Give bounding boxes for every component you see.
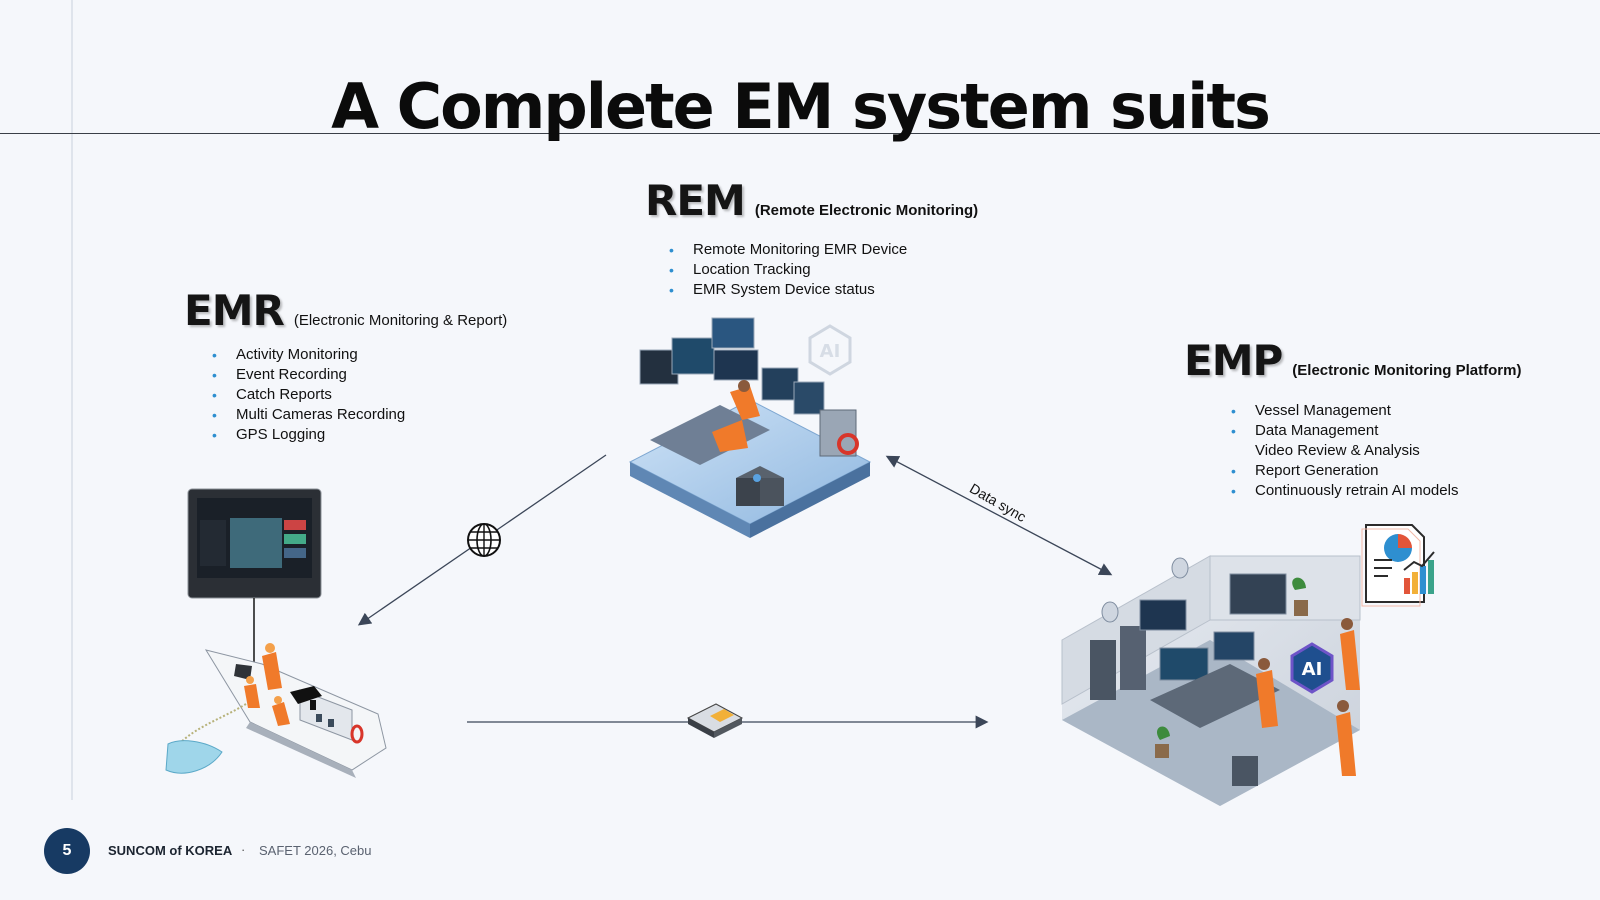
page-number-badge: 5 — [44, 828, 90, 874]
emp-feature-item: Data Management — [1231, 421, 1458, 441]
hexagon-ai-icon: AI — [808, 324, 852, 376]
ai-hexagon-badge: AI — [1290, 642, 1334, 694]
rem-control-room-illustration: AI — [628, 317, 872, 538]
rem-ai-badge-text: AI — [820, 341, 841, 362]
rem-feature-list: Remote Monitoring EMR Device Location Tr… — [669, 240, 907, 300]
title-underline — [0, 133, 1600, 134]
fishing-boat-illustration — [165, 643, 387, 778]
emp-feature-item: Vessel Management — [1231, 401, 1458, 421]
emr-feature-item: Activity Monitoring — [212, 345, 405, 365]
emr-heading: EMR (Electronic Monitoring & Report) — [184, 286, 507, 335]
emr-feature-item: GPS Logging — [212, 425, 405, 445]
rem-feature-item: EMR System Device status — [669, 280, 907, 300]
emp-feature-item: Continuously retrain AI models — [1231, 481, 1458, 501]
rem-feature-item: Location Tracking — [669, 260, 907, 280]
emp-ai-badge-text: AI — [1302, 659, 1323, 680]
report-chart-icon — [1361, 524, 1435, 607]
emr-subtitle: (Electronic Monitoring & Report) — [293, 312, 508, 329]
rem-emp-sync-arrow — [885, 455, 1113, 576]
hard-drive-icon — [686, 703, 744, 738]
emp-platform-office-illustration: AI — [1061, 555, 1361, 806]
emp-heading: EMP (Electronic Monitoring Platform) — [1184, 336, 1521, 385]
rem-subtitle: (Remote Electronic Monitoring) — [754, 202, 979, 219]
globe-icon — [467, 523, 501, 557]
rem-heading: REM (Remote Electronic Monitoring) — [645, 176, 978, 225]
emr-feature-item: Multi Cameras Recording — [212, 405, 405, 425]
emr-feature-list: Activity Monitoring Event Recording Catc… — [212, 345, 405, 445]
emp-feature-item: Video Review & Analysis — [1255, 442, 1420, 459]
footer-organization: SUNCOM of KOREA — [108, 843, 233, 858]
emp-feature-list: Vessel Management Data Management Video … — [1231, 401, 1458, 501]
left-margin-rule — [71, 0, 73, 800]
rem-feature-item: Remote Monitoring EMR Device — [669, 240, 907, 260]
emr-device-illustration — [187, 488, 322, 690]
emr-title: EMR — [184, 286, 285, 335]
rem-title: REM — [645, 176, 746, 225]
footer-event: SAFET 2026, Cebu — [259, 843, 372, 858]
satellite-dish-icon — [1101, 557, 1189, 623]
emr-feature-item: Event Recording — [212, 365, 405, 385]
footer-separator: · — [241, 842, 246, 857]
emr-feature-item: Catch Reports — [212, 385, 405, 405]
emp-subtitle: (Electronic Monitoring Platform) — [1292, 362, 1522, 379]
emp-feature-item: Report Generation — [1231, 461, 1458, 481]
slide-title: A Complete EM system suits — [331, 70, 1271, 143]
emp-title: EMP — [1184, 336, 1283, 385]
